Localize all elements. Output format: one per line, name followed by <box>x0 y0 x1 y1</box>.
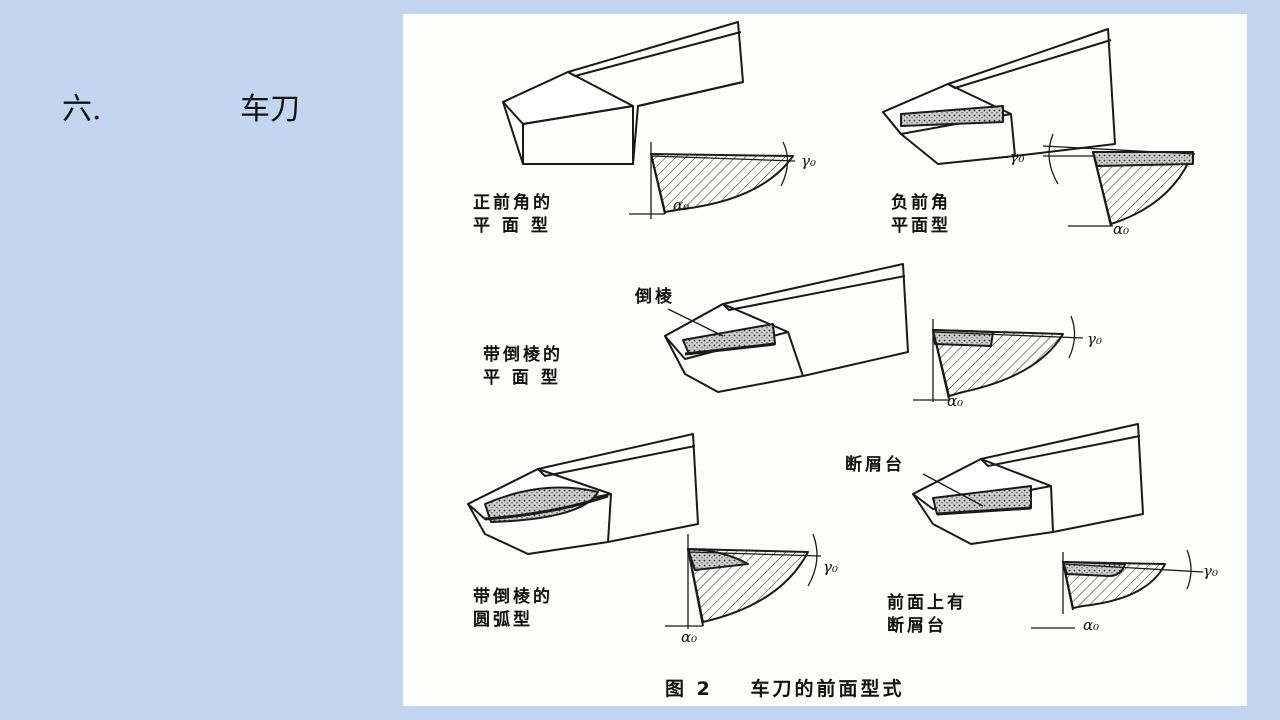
heading-number: 六. <box>62 92 102 127</box>
chip-breaker-leader-line <box>922 473 984 507</box>
figure-caption-text: 车刀的前面型式 <box>750 678 905 700</box>
panel-4-clearance-angle: α₀ <box>681 628 698 646</box>
figure-caption: 图 2 车刀的前面型式 <box>665 674 904 701</box>
lathe-tool-drawings <box>467 21 1204 629</box>
tool-3-section <box>913 315 1084 402</box>
tool-2-section <box>1042 133 1196 227</box>
panel-2-rake-angle: −γ₀ <box>997 148 1025 166</box>
tool-4-section <box>665 533 822 629</box>
slide-heading: 六. 车刀 <box>62 84 300 128</box>
tool-5-section <box>1031 549 1204 629</box>
panel-3-rake-angle: γ₀ <box>1087 330 1102 348</box>
panel-5-rake-angle: γ₀ <box>1203 562 1218 580</box>
panel-4-rake-angle: γ₀ <box>823 558 838 576</box>
panel-5-label: 前面上有 断屑台 <box>887 593 967 636</box>
panel-5-callout: 断屑台 <box>845 455 905 475</box>
panel-1-clearance-angle: α₀ <box>673 196 690 214</box>
panel-2-label: 负前角 平面型 <box>891 193 951 236</box>
panel-5-clearance-angle: α₀ <box>1083 616 1100 634</box>
tool-1-section <box>629 141 796 219</box>
panel-4-label: 带倒棱的 圆弧型 <box>473 587 553 630</box>
panel-3-clearance-angle: α₀ <box>947 392 964 410</box>
panel-2-clearance-angle: α₀ <box>1113 220 1130 238</box>
figure-caption-number: 图 2 <box>665 678 713 700</box>
chamfer-leader-line <box>667 308 724 337</box>
tool-1-body <box>502 21 744 165</box>
panel-3-callout: 倒棱 <box>635 287 675 307</box>
figure-panel: 正前角的 平 面 型 负前角 平面型 倒棱 带倒棱的 平 面 型 带倒棱的 圆弧… <box>403 14 1247 706</box>
tool-5-body <box>912 423 1144 545</box>
panel-1-label: 正前角的 平 面 型 <box>473 193 553 236</box>
tool-3-body <box>664 263 909 393</box>
tool-4-body <box>467 433 699 555</box>
panel-3-label: 带倒棱的 平 面 型 <box>483 345 563 388</box>
panel-1-rake-angle: γ₀ <box>801 152 816 170</box>
tool-2-body <box>882 28 1116 165</box>
heading-title: 车刀 <box>240 92 300 127</box>
